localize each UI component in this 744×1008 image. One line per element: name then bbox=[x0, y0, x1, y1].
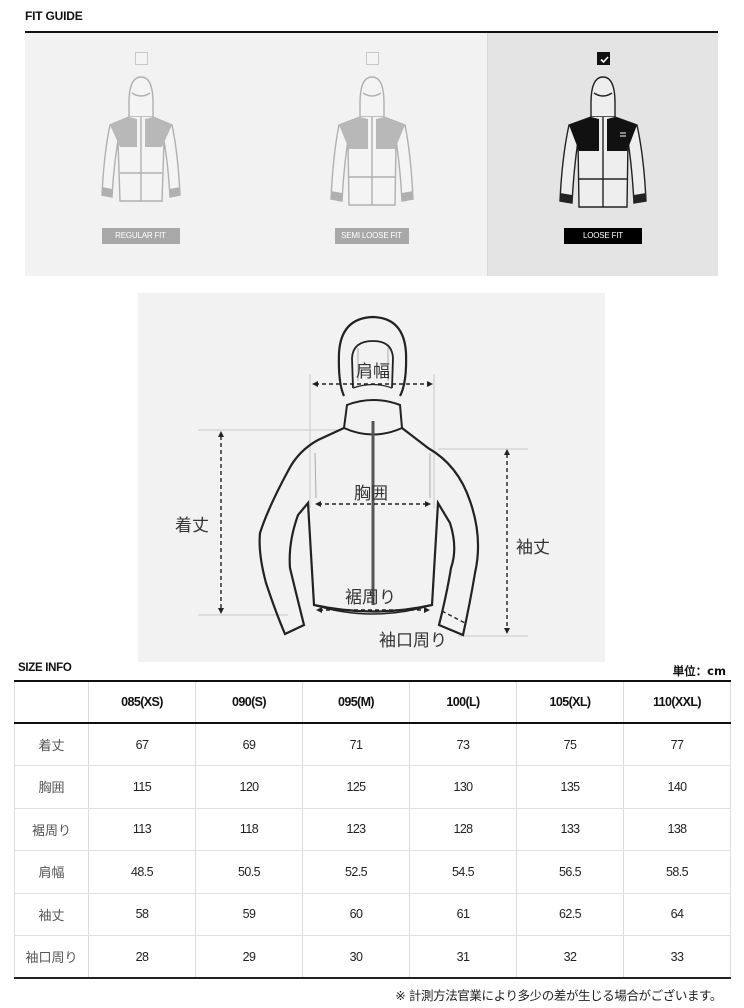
column-header-xl: 105(XL) bbox=[516, 681, 624, 723]
table-row: 袖口周り 28 29 30 31 32 33 bbox=[14, 935, 731, 979]
table-cell: 64 bbox=[623, 893, 731, 936]
table-cell: 135 bbox=[516, 765, 624, 809]
table-cell: 54.5 bbox=[409, 850, 517, 894]
unit-label: 単位：cm bbox=[672, 664, 726, 678]
label-sleeve-length: 袖丈 bbox=[516, 538, 550, 558]
table-cell: 58 bbox=[88, 893, 196, 936]
fit-label-regular: REGULAR FIT bbox=[101, 228, 180, 244]
table-cell: 59 bbox=[195, 893, 303, 936]
table-cell: 75 bbox=[516, 723, 624, 766]
column-header bbox=[14, 681, 89, 723]
jacket-semi-loose-fit-icon bbox=[329, 76, 414, 206]
column-header-m: 095(M) bbox=[302, 681, 410, 723]
table-cell: 56.5 bbox=[516, 850, 624, 894]
table-cell: 30 bbox=[302, 935, 410, 979]
fit-option-regular[interactable]: REGULAR FIT bbox=[25, 33, 256, 276]
row-label: 胸囲 bbox=[14, 765, 89, 809]
table-cell: 60 bbox=[302, 893, 410, 936]
fit-option-loose[interactable]: LOOSE FIT bbox=[487, 33, 718, 276]
table-cell: 50.5 bbox=[195, 850, 303, 894]
row-label: 肩幅 bbox=[14, 850, 89, 894]
fit-label-loose: LOOSE FIT bbox=[564, 228, 642, 244]
checkbox-unchecked-icon[interactable] bbox=[134, 52, 148, 65]
checkbox-unchecked-icon[interactable] bbox=[365, 52, 379, 65]
column-header-xxl: 110(XXL) bbox=[623, 681, 731, 723]
size-info-title: SIZE INFO bbox=[18, 662, 72, 674]
row-label: 着丈 bbox=[14, 723, 89, 766]
table-cell: 138 bbox=[623, 808, 731, 851]
jacket-measurement-icon bbox=[198, 315, 528, 637]
table-cell: 118 bbox=[195, 808, 303, 851]
table-cell: 113 bbox=[88, 808, 196, 851]
table-cell: 130 bbox=[409, 765, 517, 809]
size-table: 085(XS) 090(S) 095(M) 100(L) 105(XL) 110… bbox=[14, 680, 731, 979]
table-cell: 33 bbox=[623, 935, 731, 979]
fit-guide-divider bbox=[25, 31, 718, 33]
table-cell: 28 bbox=[88, 935, 196, 979]
measurement-footnote: ※ 計測方法官業により多少の差が生じる場合がございます。 bbox=[395, 988, 722, 1003]
table-cell: 77 bbox=[623, 723, 731, 766]
table-cell: 133 bbox=[516, 808, 624, 851]
measurement-diagram: 肩幅 胸囲 着丈 袖丈 裾周り 袖口周り bbox=[138, 293, 605, 662]
table-cell: 125 bbox=[302, 765, 410, 809]
row-label: 裾周り bbox=[14, 808, 89, 851]
table-row: 裾周り 113 118 123 128 133 138 bbox=[14, 808, 731, 851]
table-cell: 128 bbox=[409, 808, 517, 851]
column-header-l: 100(L) bbox=[409, 681, 517, 723]
table-cell: 115 bbox=[88, 765, 196, 809]
table-cell: 32 bbox=[516, 935, 624, 979]
table-cell: 31 bbox=[409, 935, 517, 979]
fit-guide-panel: REGULAR FIT SEMI LOOSE FIT bbox=[25, 33, 718, 276]
table-cell: 67 bbox=[88, 723, 196, 766]
table-row: 袖丈 58 59 60 61 62.5 64 bbox=[14, 893, 731, 936]
column-header-xs: 085(XS) bbox=[88, 681, 196, 723]
table-cell: 69 bbox=[195, 723, 303, 766]
table-cell: 48.5 bbox=[88, 850, 196, 894]
label-hem-circumference: 裾周り bbox=[345, 588, 396, 608]
fit-option-semi-loose[interactable]: SEMI LOOSE FIT bbox=[256, 33, 487, 276]
table-row: 着丈 67 69 71 73 75 77 bbox=[14, 723, 731, 766]
fit-label-semi-loose: SEMI LOOSE FIT bbox=[334, 228, 409, 244]
fit-guide-title: FIT GUIDE bbox=[25, 9, 83, 23]
table-cell: 140 bbox=[623, 765, 731, 809]
table-cell: 29 bbox=[195, 935, 303, 979]
table-cell: 62.5 bbox=[516, 893, 624, 936]
table-header-row: 085(XS) 090(S) 095(M) 100(L) 105(XL) 110… bbox=[14, 681, 731, 723]
row-label: 袖口周り bbox=[14, 935, 89, 979]
table-cell: 123 bbox=[302, 808, 410, 851]
checkbox-checked-icon[interactable] bbox=[597, 52, 610, 65]
column-header-s: 090(S) bbox=[195, 681, 303, 723]
jacket-loose-fit-icon bbox=[559, 76, 647, 208]
row-label: 袖丈 bbox=[14, 893, 89, 936]
label-chest: 胸囲 bbox=[354, 484, 388, 504]
table-row: 胸囲 115 120 125 130 135 140 bbox=[14, 765, 731, 809]
table-cell: 71 bbox=[302, 723, 410, 766]
table-cell: 120 bbox=[195, 765, 303, 809]
table-cell: 58.5 bbox=[623, 850, 731, 894]
table-cell: 52.5 bbox=[302, 850, 410, 894]
table-row: 肩幅 48.5 50.5 52.5 54.5 56.5 58.5 bbox=[14, 850, 731, 894]
label-body-length: 着丈 bbox=[175, 516, 209, 536]
table-cell: 73 bbox=[409, 723, 517, 766]
table-cell: 61 bbox=[409, 893, 517, 936]
label-shoulder-width: 肩幅 bbox=[356, 362, 390, 382]
label-cuff-circumference: 袖口周り bbox=[379, 631, 447, 651]
jacket-regular-fit-icon bbox=[100, 76, 181, 202]
